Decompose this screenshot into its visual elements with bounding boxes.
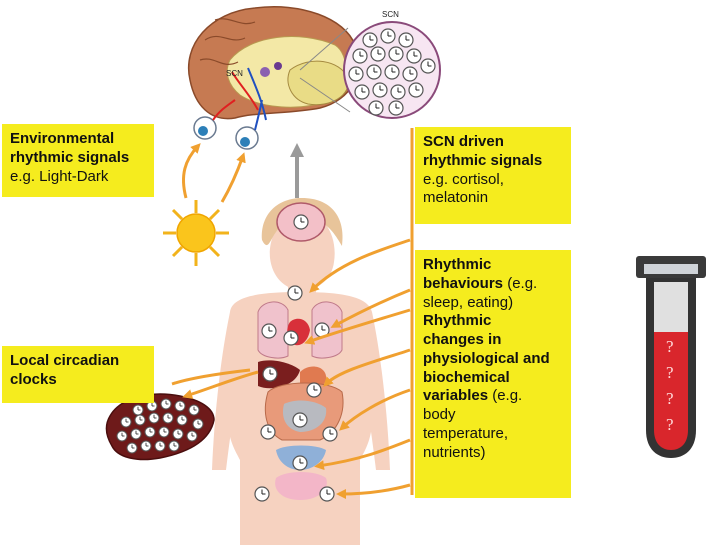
rhythm-b2-rest: (e.g.	[503, 274, 538, 292]
local-clocks-box: Local circadian clocks	[2, 346, 154, 403]
blood-tube-icon: ? ? ? ?	[636, 256, 706, 458]
scn-title-line2: rhythmic signals	[423, 151, 543, 169]
rhythm-c8: nutrients)	[423, 443, 486, 461]
environmental-signals-box: Environmental rhythmic signals e.g. Ligh…	[2, 124, 154, 197]
rhythmic-behaviours-box: Rhythmic behaviours (e.g. sleep, eating)…	[415, 250, 571, 498]
scn-example-line2: melatonin	[423, 189, 489, 207]
rhythm-b2: behaviours	[423, 274, 504, 292]
env-example: e.g. Light-Dark	[10, 167, 109, 185]
rhythm-c7: temperature,	[423, 424, 509, 442]
tube-question-3: ?	[666, 389, 674, 408]
rhythm-b1: Rhythmic	[423, 256, 492, 273]
rhythm-c5: variables	[423, 387, 489, 405]
rhythm-c1: Rhythmic	[423, 312, 492, 330]
tube-question-4: ?	[666, 415, 674, 434]
scn-brain-label: SCN	[226, 69, 243, 78]
rhythm-c2: changes in	[423, 331, 502, 348]
tube-question-1: ?	[666, 337, 674, 356]
scn-zoom-label: SCN	[382, 10, 399, 19]
rhythm-c6: body	[423, 406, 456, 423]
env-title-line1: Environmental	[10, 130, 115, 147]
local-line1: Local circadian	[10, 352, 120, 369]
rhythm-c5-rest: (e.g.	[488, 387, 523, 405]
eyes-illustration	[193, 99, 263, 150]
rhythm-b3: sleep, eating)	[423, 293, 514, 311]
scn-zoom: SCN	[299, 10, 441, 119]
rhythm-c4: biochemical	[423, 368, 510, 386]
scn-example-line1: e.g. cortisol,	[423, 170, 504, 188]
scn-driven-signals-box: SCN driven rhythmic signals e.g. cortiso…	[415, 127, 571, 224]
env-title-line2: rhythmic signals	[10, 148, 130, 166]
liver-illustration	[105, 393, 215, 461]
scn-title-line1: SCN driven	[423, 133, 504, 150]
tube-question-2: ?	[666, 363, 674, 382]
local-line2: clocks	[10, 370, 57, 388]
sun-icon	[163, 200, 229, 266]
head-brain-clock	[276, 202, 326, 242]
brain-illustration: SCN	[187, 6, 360, 121]
rhythm-c3: physiological and	[423, 349, 550, 367]
